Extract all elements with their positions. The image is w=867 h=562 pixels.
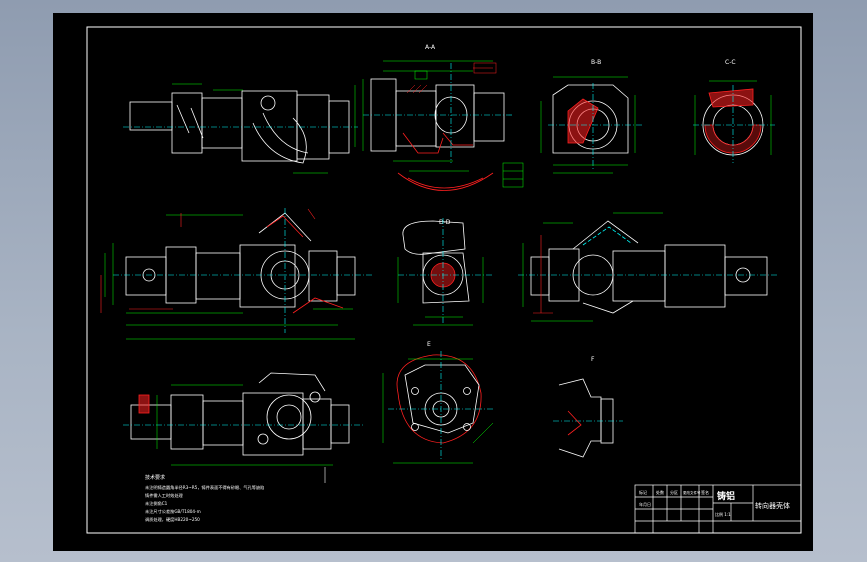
view-front-main — [100, 208, 373, 340]
title-scale-note: 比例 1:1 — [715, 511, 731, 517]
notes-line-2: 铸件需人工时效处理 — [145, 492, 184, 499]
title-row-label-4: 更改文件号 — [683, 490, 701, 495]
notes-line-5: 调质处理，硬度HB220~250 — [145, 516, 200, 523]
label-dd: D-D — [439, 219, 451, 226]
title-row-label-2: 处数 — [656, 489, 664, 495]
cad-viewport[interactable]: A-A B-B — [53, 13, 813, 551]
title-row-label-5: 签名 — [701, 489, 709, 495]
view-f: F — [553, 356, 623, 458]
technical-notes: 技术要求 未注明铸造圆角半径R3~R5，铸件表面不得有砂眼、气孔等缺陷 铸件需人… — [145, 474, 264, 523]
notes-heading: 技术要求 — [145, 474, 165, 481]
title-row-label-3: 分区 — [670, 489, 678, 495]
view-section-dd: D-D — [397, 218, 493, 326]
notes-line-1: 未注明铸造圆角半径R3~R5，铸件表面不得有砂眼、气孔等缺陷 — [145, 484, 264, 491]
title-material: 铸铝 — [717, 490, 735, 502]
label-aa: A-A — [425, 44, 436, 51]
label-f: F — [591, 356, 595, 363]
view-bottom-left — [123, 372, 363, 483]
title-block: 铸铝 转向器壳体 标记 处数 分区 更改文件号 签名 年月日 比例 1:1 — [634, 484, 802, 534]
view-section-cc: C-C — [693, 59, 775, 163]
title-row-label-6: 年月日 — [639, 501, 651, 507]
label-bb: B-B — [591, 59, 601, 66]
title-part-name: 转向器壳体 — [755, 501, 790, 510]
engineering-drawing: A-A B-B — [86, 26, 802, 534]
view-right-side — [518, 212, 778, 322]
view-section-aa: A-A — [354, 44, 524, 191]
label-e: E — [427, 341, 431, 348]
view-section-bb: B-B — [540, 59, 643, 174]
title-row-label-1: 标记 — [639, 489, 647, 495]
sheet-border — [86, 26, 802, 534]
notes-line-3: 未注倒角C1 — [145, 500, 168, 507]
label-cc: C-C — [725, 59, 736, 66]
view-e: E — [382, 341, 494, 464]
notes-line-4: 未注尺寸公差按GB/T1804-m — [145, 508, 201, 515]
view-top-left — [123, 83, 358, 174]
